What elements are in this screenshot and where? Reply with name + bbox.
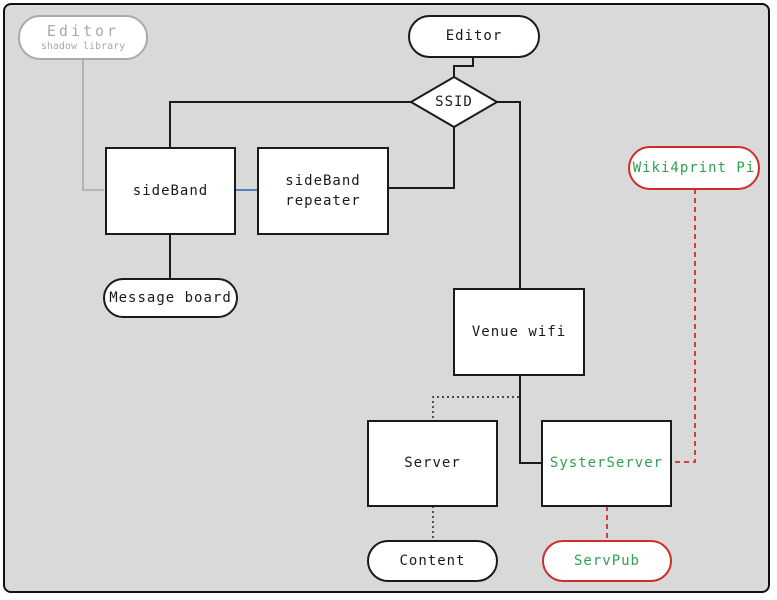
ssid-diamond bbox=[409, 75, 499, 129]
node-sideband: sideBand bbox=[105, 147, 236, 235]
node-editor-shadow-library: Editor shadow library bbox=[18, 15, 148, 60]
editor-shadow-title: Editor bbox=[46, 21, 120, 40]
node-ssid-label: SSID bbox=[435, 94, 473, 110]
node-editor: Editor bbox=[408, 15, 540, 58]
node-wiki4print-pi: Wiki4print Pi bbox=[628, 146, 760, 190]
node-systerserver: SysterServer bbox=[541, 420, 672, 507]
node-server: Server bbox=[367, 420, 498, 507]
node-venue-wifi: Venue wifi bbox=[453, 288, 585, 376]
editor-shadow-subtitle: shadow library bbox=[40, 41, 126, 53]
node-sideband-repeater: sideBand repeater bbox=[257, 147, 389, 235]
node-content: Content bbox=[367, 540, 498, 582]
node-message-board: Message board bbox=[103, 278, 238, 318]
node-servpub: ServPub bbox=[542, 540, 672, 582]
